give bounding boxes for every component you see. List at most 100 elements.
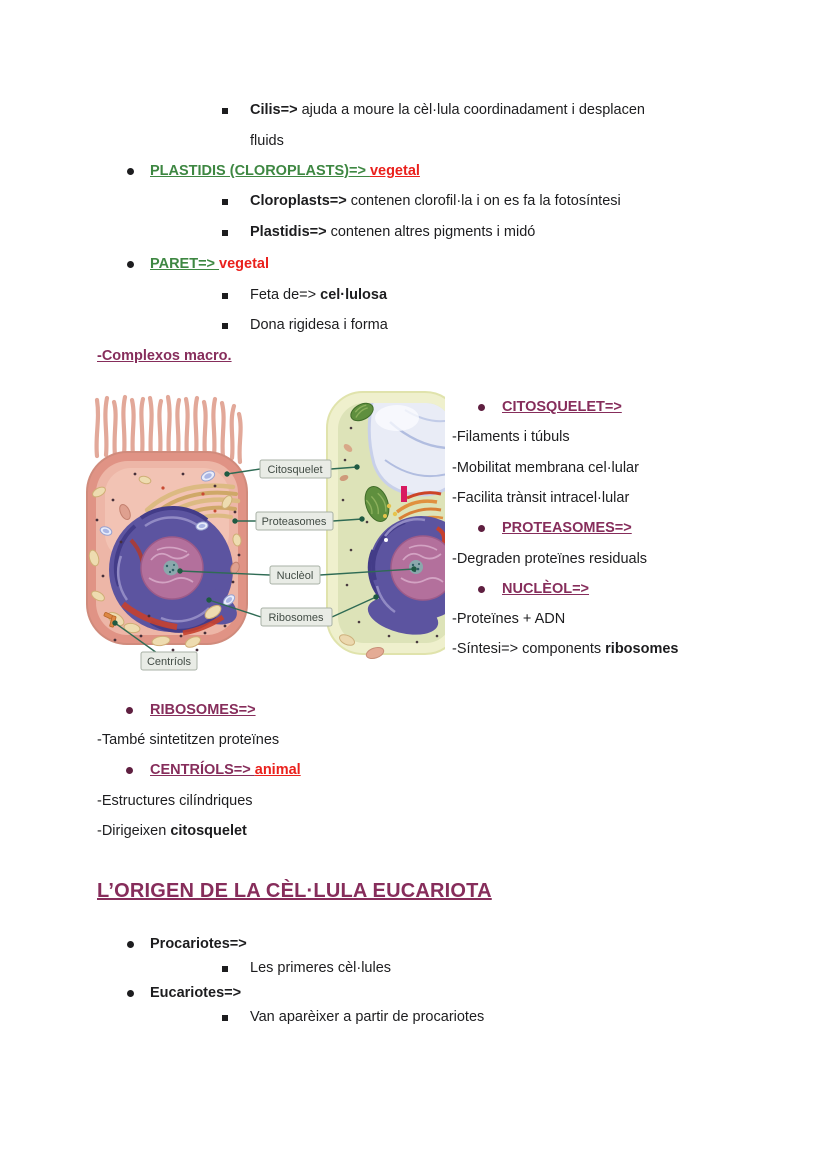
term: Cilis=> [250, 102, 298, 118]
square-bullet-icon [222, 293, 228, 299]
definition: fluids [250, 133, 284, 149]
note-text: -Facilita trànsit intracel·lular [452, 490, 630, 506]
label-ribosomes: Ribosomes [268, 612, 324, 624]
section-label-text: -Complexos macro. [97, 348, 232, 364]
term-purple: CITOSQUELET=> [502, 399, 622, 415]
note-line: -Degraden proteïnes residuals [452, 550, 647, 569]
note-line: -Síntesi=> components ribosomes [452, 640, 679, 659]
round-bullet-icon [126, 707, 133, 714]
round-bullet-icon [127, 261, 134, 268]
plant-bottom-organelles [339, 426, 439, 660]
label-proteasomes: Proteasomes [262, 516, 327, 528]
list-item: Cilis=> ajuda a moure la cèl·lula coordi… [222, 101, 645, 120]
note-text: -Degraden proteïnes residuals [452, 551, 648, 567]
term-red: animal [254, 762, 301, 778]
round-bullet-icon [478, 525, 485, 532]
term: ribosomes [605, 641, 679, 657]
vacuole [367, 403, 445, 497]
list-item: CITOSQUELET=> [478, 398, 622, 417]
label-centriols: Centríols [147, 656, 192, 668]
list-item: CENTRÍOLS=> animal [126, 761, 301, 780]
term-red: vegetal [219, 256, 270, 272]
round-bullet-icon [127, 168, 134, 175]
term: Cloroplasts=> [250, 193, 347, 209]
definition: Feta de=> [250, 287, 321, 303]
note-line: -Facilita trànsit intracel·lular [452, 489, 629, 508]
note-text: -També sintetitzen proteïnes [97, 732, 280, 748]
list-item: Van aparèixer a partir de procariotes [222, 1008, 485, 1027]
square-bullet-icon [222, 230, 228, 236]
plant-organelles [339, 444, 444, 528]
definition: Les primeres cèl·lules [250, 960, 392, 976]
definition: contenen altres pigments i midó [326, 224, 536, 240]
definition: Van aparèixer a partir de procariotes [250, 1009, 485, 1025]
note-text: -Proteïnes + ADN [452, 611, 566, 627]
list-item: Plastidis=> contenen altres pigments i m… [222, 223, 536, 242]
list-item: Eucariotes=> [127, 984, 242, 1003]
definition: Dona rigidesa i forma [250, 317, 388, 333]
term-purple: CENTRÍOLS=> [150, 762, 255, 778]
animal-organelles [88, 470, 242, 652]
list-item: NUCLÈOL=> [478, 580, 590, 599]
note-line: -Dirigeixen citosquelet [97, 822, 247, 841]
definition: ajuda a moure la cèl·lula coordinadament… [297, 102, 645, 118]
list-item: Feta de=> cel·lulosa [222, 286, 388, 305]
definition: contenen clorofil·la i on es fa la fotos… [346, 193, 621, 209]
label-citosquelet: Citosquelet [267, 464, 322, 476]
note-line: -Mobilitat membrana cel·lular [452, 459, 639, 478]
round-bullet-icon [127, 990, 134, 997]
note-line: -També sintetitzen proteïnes [97, 731, 279, 750]
note-text: -Dirigeixen [97, 823, 171, 839]
list-item: RIBOSOMES=> [126, 701, 256, 720]
square-bullet-icon [222, 108, 228, 114]
list-item: PLASTIDIS (CLOROPLASTS)=> vegetal [127, 162, 420, 181]
list-item-continuation: fluids [250, 132, 284, 151]
callout-lines [114, 466, 415, 654]
list-item: Procariotes=> [127, 935, 247, 954]
note-text: -Filaments i túbuls [452, 429, 570, 445]
term-green: PARET=> [150, 256, 220, 272]
square-bullet-icon [222, 323, 228, 329]
term-green: PLASTIDIS (CLOROPLASTS)=> [150, 163, 370, 179]
term: Eucariotes=> [150, 985, 242, 1001]
plant-nucleus [367, 516, 445, 635]
cilia [94, 394, 243, 465]
round-bullet-icon [127, 941, 134, 948]
term-purple: RIBOSOMES=> [150, 702, 256, 718]
term: Procariotes=> [150, 936, 247, 952]
ribosome-dots [95, 472, 241, 652]
term: Plastidis=> [250, 224, 327, 240]
list-item: PARET=> vegetal [127, 255, 270, 274]
animal-nucleus [109, 505, 237, 636]
round-bullet-icon [478, 404, 485, 411]
note-text: -Síntesi=> components [452, 641, 606, 657]
note-line: -Estructures cilíndriques [97, 792, 253, 811]
term: cel·lulosa [320, 287, 388, 303]
term-purple: NUCLÈOL=> [502, 581, 590, 597]
term: citosquelet [170, 823, 247, 839]
cell-diagram: Citosquelet Proteasomes Nuclèol Ribosome… [86, 391, 445, 671]
square-bullet-icon [222, 966, 228, 972]
square-bullet-icon [222, 199, 228, 205]
list-item: Dona rigidesa i forma [222, 316, 388, 335]
round-bullet-icon [478, 586, 485, 593]
note-text: -Mobilitat membrana cel·lular [452, 460, 639, 476]
round-bullet-icon [126, 767, 133, 774]
term-purple: PROTEASOMES=> [502, 520, 632, 536]
note-text: -Estructures cilíndriques [97, 793, 253, 809]
list-item: Les primeres cèl·lules [222, 959, 392, 978]
list-item: Cloroplasts=> contenen clorofil·la i on … [222, 192, 621, 211]
plant-cell-illustration [326, 391, 445, 660]
label-nucleol: Nuclèol [277, 570, 314, 582]
page-title: L’ORIGEN DE LA CÈL·LULA EUCARIOTA [97, 880, 492, 902]
note-line: -Filaments i túbuls [452, 428, 570, 447]
square-bullet-icon [222, 1015, 228, 1021]
note-line: -Proteïnes + ADN [452, 610, 565, 629]
callout-dots [112, 464, 417, 626]
section-label: -Complexos macro. [97, 347, 232, 366]
chloroplasts [350, 402, 390, 522]
list-item: PROTEASOMES=> [478, 519, 632, 538]
diagram-labels: Citosquelet Proteasomes Nuclèol Ribosome… [140, 459, 334, 671]
term-red: vegetal [369, 163, 420, 179]
